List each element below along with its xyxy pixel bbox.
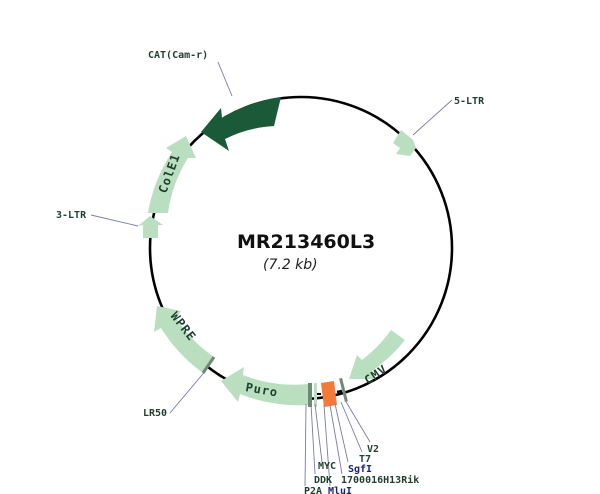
cmv-feature-arrow[interactable] (349, 330, 405, 379)
ltr5-feature-arrow[interactable] (393, 130, 416, 156)
puro-feature-arrow[interactable] (221, 367, 308, 406)
cat-label: CAT(Cam-r) (148, 50, 208, 61)
colE1-feature-arrow[interactable] (148, 136, 196, 213)
p2a-marker (308, 383, 312, 407)
ddk-leader-line (310, 403, 316, 475)
plasmid-size: (7.2 kb) (263, 257, 318, 273)
mluI-label: MluI (328, 486, 352, 494)
puro-label: Puro (244, 380, 279, 400)
myc-label: MYC (318, 461, 336, 472)
myc-leader-line (314, 403, 323, 463)
wpre-end-marker (201, 356, 216, 374)
t7-leader-line (340, 401, 363, 453)
sgfI-leader-line (334, 403, 349, 463)
ltr5-label: 5-LTR (454, 96, 485, 107)
gene-label: 1700016H13Rik (341, 474, 419, 486)
insert-1700016H13Rik[interactable] (321, 381, 337, 407)
ddk-label: DDK (314, 475, 332, 486)
lr50-label: LR50 (143, 408, 167, 419)
ltr3-feature-arrow[interactable] (138, 216, 163, 238)
plasmid-name: MR213460L3 (237, 231, 375, 253)
p2a-label: P2A (304, 486, 322, 494)
v2-leader-line (344, 399, 371, 443)
lr50-leader-line (169, 368, 208, 414)
ddk-marker (314, 383, 317, 407)
backbone-segment (336, 389, 343, 394)
v2-label: V2 (367, 444, 379, 455)
t7-label: T7 (359, 454, 371, 465)
ltr3-label: 3-LTR (56, 210, 87, 221)
v2-t7-marker (339, 377, 348, 402)
cat-leader-line (217, 61, 233, 97)
wpre-feature-arrow[interactable] (154, 306, 214, 373)
sgfI-label: SgfI (348, 464, 372, 475)
mluI-leader-line (323, 404, 331, 487)
ltr5-leader-line (412, 99, 453, 136)
p2a-leader-line (304, 403, 307, 487)
gene-leader-line (329, 404, 343, 475)
cat-feature-arrow[interactable] (201, 97, 281, 151)
ltr3-leader-line (90, 214, 139, 227)
